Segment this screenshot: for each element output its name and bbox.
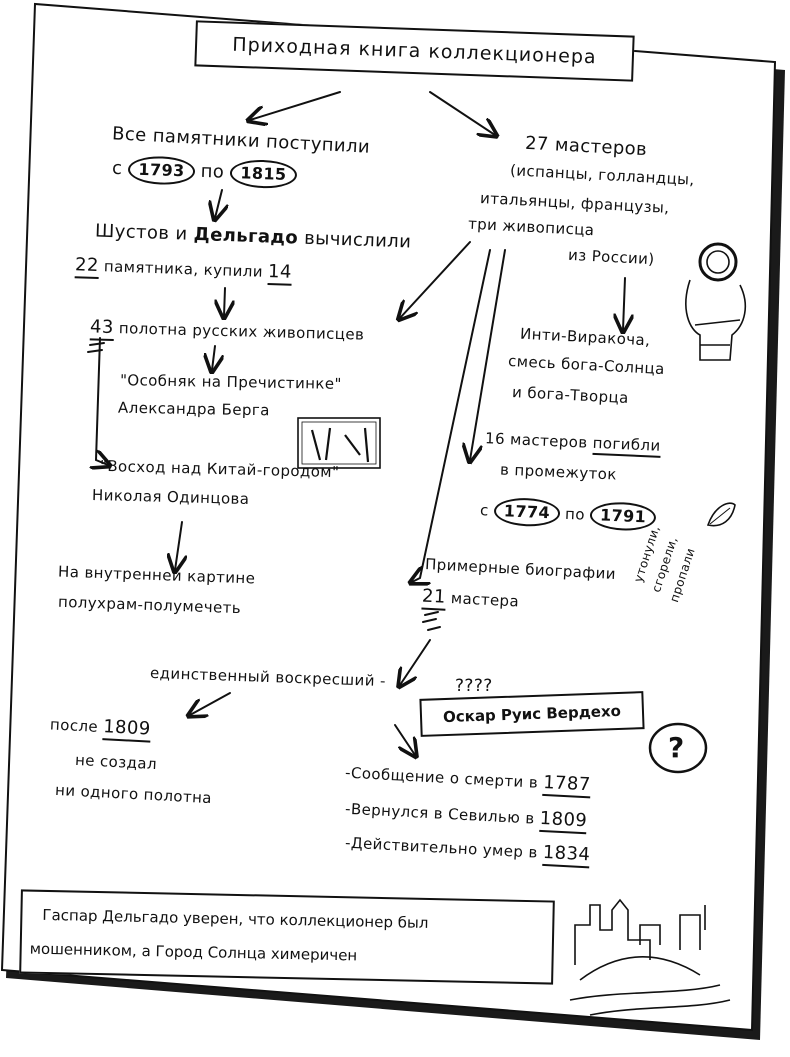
arrow-calc-canvas: [224, 287, 225, 316]
arrow-masters-inti: [623, 277, 625, 330]
question-marks: ????: [455, 676, 493, 696]
masters-line-5: из России): [567, 245, 656, 269]
from-word: с: [111, 157, 123, 180]
count-22: 22: [74, 254, 100, 280]
died-word: погибли: [592, 433, 662, 458]
mansion-painting-sketch: [297, 417, 381, 469]
arrow-resurrected-after: [190, 692, 231, 715]
year-1793-circle: 1793: [127, 155, 196, 186]
fact-3-year: 1834: [542, 841, 591, 869]
question-mark-circle: [648, 722, 708, 774]
died-from-word: с: [479, 501, 490, 520]
leaf-sketch: [706, 502, 736, 527]
hatch-lines-2: [87, 342, 105, 353]
died-to-word: по: [564, 504, 586, 524]
inti-figure-sketch: [685, 242, 747, 361]
hatch-lines: [422, 611, 441, 631]
after-pre: после: [49, 715, 99, 736]
conclusion-line-1: Гаспар Дельгадо уверен, что коллекционер…: [42, 905, 429, 932]
arrow-years-calc: [215, 189, 222, 218]
count-43: 43: [89, 316, 115, 342]
painting-1-author: Александра Берга: [117, 398, 270, 420]
year-1815-circle: 1815: [229, 158, 297, 190]
count-21: 21: [421, 585, 447, 611]
delgado-name: Дельгадо: [193, 223, 299, 249]
fact-1-year: 1787: [542, 771, 592, 799]
arrow-masters-died: [470, 249, 506, 460]
fact-2-year: 1809: [539, 807, 588, 835]
calc-post: вычислили: [303, 227, 412, 253]
bios-line-2: 21 мастера: [421, 585, 520, 611]
arrow-title-left: [250, 91, 341, 120]
year-1791-circle: 1791: [589, 500, 657, 532]
calc-pre: Шустов и: [94, 220, 188, 245]
to-word: по: [200, 160, 225, 183]
after-line-2: не создал: [74, 750, 158, 774]
conclusion-line-2: мошенником, а Город Солнца химеричен: [29, 939, 358, 965]
bios-masters-word: мастера: [450, 588, 520, 611]
arrow-title-right: [429, 91, 495, 135]
city-skyline-sketch: [569, 898, 731, 1016]
arrow-resurrected-facts: [394, 724, 415, 755]
arrow-masters-bios: [412, 249, 491, 582]
painting-2-author: Николая Одинцова: [91, 485, 250, 509]
oscar-name-box: Оскар Руис Вердехо: [419, 691, 645, 737]
arrow-bios-resurrected: [400, 639, 431, 685]
painting-1-title: "Особняк на Пречистинке": [119, 371, 342, 393]
conclusion-box: Гаспар Дельгадо уверен, что коллекционер…: [19, 889, 555, 985]
arrow-masters-canvas: [400, 241, 471, 318]
arrow-painting-inner: [175, 521, 182, 570]
year-1809-underlined: 1809: [102, 716, 152, 743]
arrow-canvas-painting2: [96, 337, 108, 465]
count-14: 14: [267, 260, 293, 286]
arrow-canvas-painting1: [212, 345, 215, 370]
question-mark-icon: ?: [668, 731, 685, 764]
year-1774-circle: 1774: [493, 496, 561, 528]
